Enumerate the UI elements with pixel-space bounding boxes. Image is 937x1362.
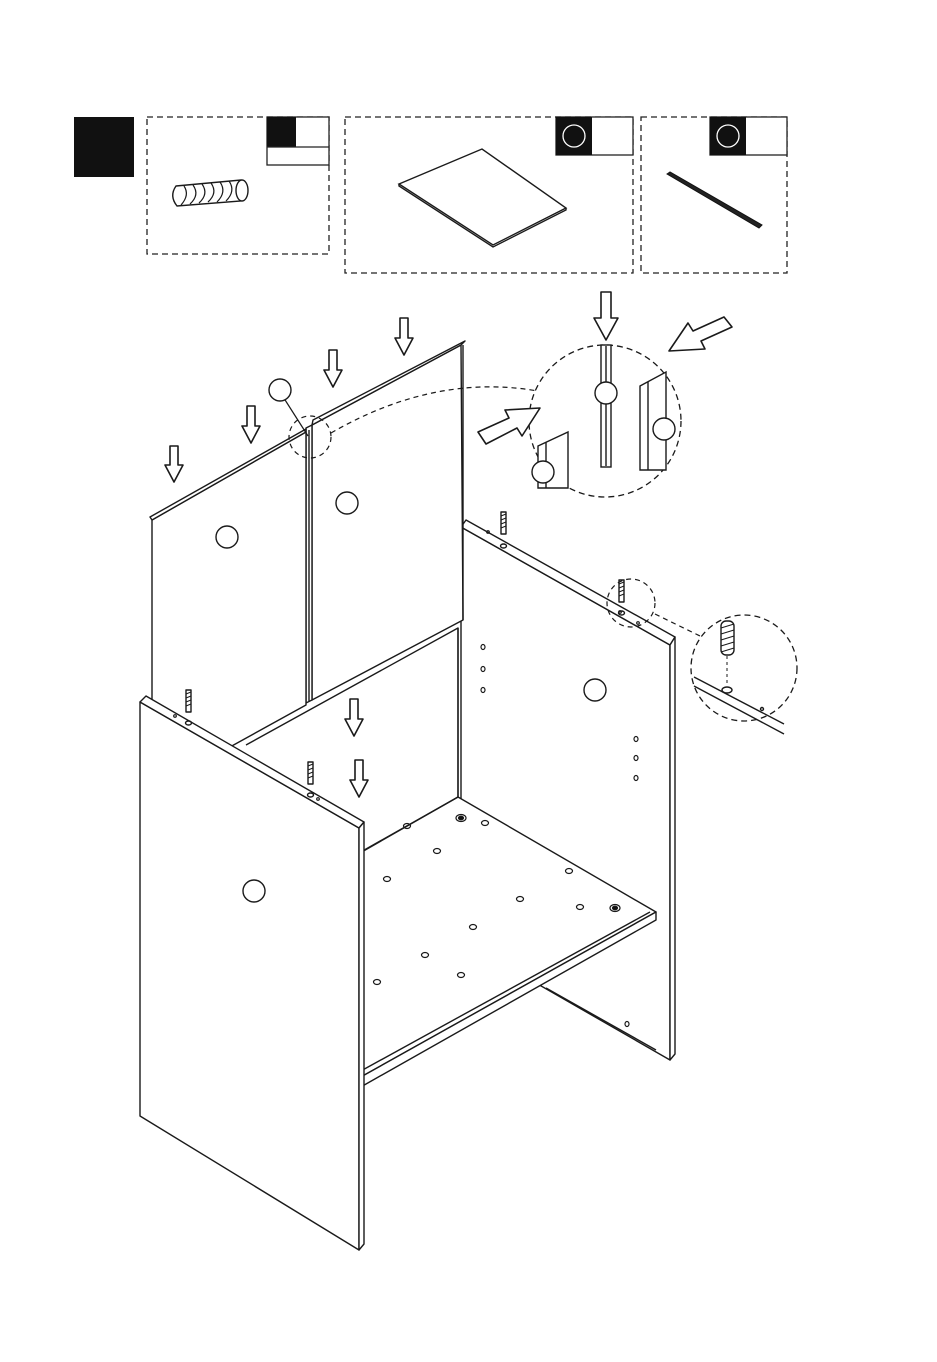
panel-icon [399, 149, 566, 247]
callout-right-side [584, 679, 606, 701]
arrow-down-1 [165, 446, 183, 482]
strip-icon [667, 172, 762, 228]
step-badge [74, 117, 134, 177]
callout-back-right [336, 492, 358, 514]
arrow-down-4 [395, 318, 413, 355]
arrow-down-3 [324, 350, 342, 387]
arrow-zoom-left [669, 317, 732, 351]
part-box-back-panel [345, 117, 633, 273]
left-side-panel [140, 690, 364, 1250]
dowel-icon [173, 180, 248, 206]
connector-strip-installed [306, 425, 312, 703]
arrow-down-5 [345, 699, 363, 736]
arrow-down-2 [242, 406, 260, 443]
strip-callout [269, 379, 308, 436]
arrow-down-6 [350, 760, 368, 797]
callout-back-left [216, 526, 238, 548]
back-panel-right [312, 341, 465, 700]
arrow-zoom-down [594, 292, 618, 340]
callout-left-side [243, 880, 265, 902]
part-box-connector-strip [641, 117, 787, 273]
part-box-dowel [147, 117, 329, 254]
